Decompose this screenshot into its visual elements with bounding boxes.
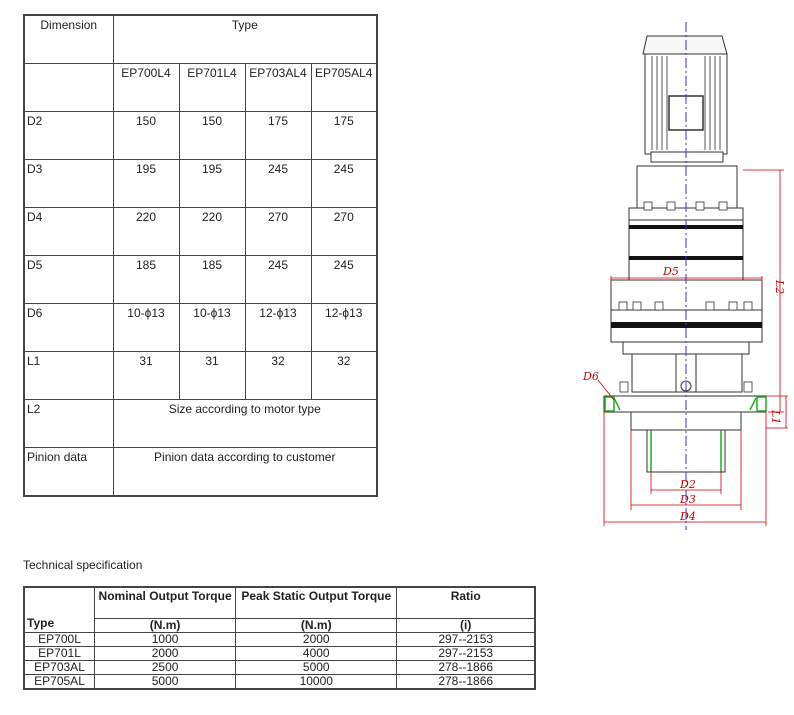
cell-nominal: 2500: [94, 660, 237, 675]
cell-value: 32: [310, 351, 378, 400]
cell-value: 220: [178, 207, 246, 256]
cell-value: 195: [178, 159, 246, 208]
cell-value: 245: [244, 255, 312, 304]
cell-type: EP700L: [23, 632, 96, 647]
table-row: EP705AL 5000 10000 278--1866: [23, 674, 536, 690]
row-label: D4: [23, 207, 114, 256]
cell-value: 12-ϕ13: [310, 303, 378, 352]
spec-table: Type Nominal Output Torque Peak Static O…: [23, 586, 536, 690]
dim-label-d5: D5: [662, 265, 679, 278]
table-row: EP703AL 2500 5000 278--1866: [23, 660, 536, 675]
cell-nominal: 2000: [94, 646, 237, 661]
cell-value: 270: [244, 207, 312, 256]
table-row: Pinion data Pinion data according to cus…: [23, 447, 378, 497]
cell-peak: 4000: [235, 646, 398, 661]
dim-label-d4: D4: [679, 510, 696, 523]
header-type: Type: [23, 586, 96, 633]
header-type: Type: [112, 14, 378, 64]
header-dimension: Dimension: [23, 14, 114, 64]
cell-value: 31: [178, 351, 246, 400]
row-label: D6: [23, 303, 114, 352]
table-row: D3 195 195 245 245: [23, 159, 378, 208]
model-header: EP705AL4: [310, 63, 378, 112]
unit-peak: (N.m): [235, 618, 398, 633]
cell-value: 245: [310, 159, 378, 208]
table-row: L1 31 31 32 32: [23, 351, 378, 400]
model-header: EP700L4: [112, 63, 180, 112]
cell-value: 245: [310, 255, 378, 304]
cell-ratio: 297--2153: [396, 632, 536, 647]
dim-label-d3: D3: [679, 493, 696, 506]
table-row: D4 220 220 270 270: [23, 207, 378, 256]
model-header: EP701L4: [178, 63, 246, 112]
unit-ratio: (i): [396, 618, 536, 633]
cell-type: EP701L: [23, 646, 96, 661]
table-row: D2 150 150 175 175: [23, 111, 378, 160]
cell-ratio: 278--1866: [396, 660, 536, 675]
cell-value: 31: [112, 351, 180, 400]
row-label: D2: [23, 111, 114, 160]
cell-type: EP705AL: [23, 674, 96, 690]
cell-type: EP703AL: [23, 660, 96, 675]
row-label: D5: [23, 255, 114, 304]
dim-label-d6: D6: [582, 370, 599, 383]
model-header: EP703AL4: [244, 63, 312, 112]
table-row: EP701L 2000 4000 297--2153: [23, 646, 536, 661]
spec-title: Technical specification: [23, 558, 143, 572]
cell-value: 10-ϕ13: [178, 303, 246, 352]
cell-ratio: 278--1866: [396, 674, 536, 690]
header-ratio: Ratio: [396, 586, 536, 619]
cell-value: 150: [178, 111, 246, 160]
cell-value: Pinion data according to customer: [112, 447, 378, 497]
row-label: L2: [23, 399, 114, 448]
cell-value: 175: [244, 111, 312, 160]
table-row: D6 10-ϕ13 10-ϕ13 12-ϕ13 12-ϕ13: [23, 303, 378, 352]
row-label: Pinion data: [23, 447, 114, 497]
dim-label-l1: L1: [769, 409, 782, 424]
unit-nominal: (N.m): [94, 618, 237, 633]
header-nominal: Nominal Output Torque: [94, 586, 237, 619]
cell-nominal: 5000: [94, 674, 237, 690]
cell-value: 185: [178, 255, 246, 304]
cell-nominal: 1000: [94, 632, 237, 647]
cell-value: 150: [112, 111, 180, 160]
cell-value: 12-ϕ13: [244, 303, 312, 352]
cell-value: 185: [112, 255, 180, 304]
table-row: L2 Size according to motor type: [23, 399, 378, 448]
cell-value: 220: [112, 207, 180, 256]
table-row: D5 185 185 245 245: [23, 255, 378, 304]
table-row: EP700L 1000 2000 297--2153: [23, 632, 536, 647]
cell-value: 195: [112, 159, 180, 208]
cell-ratio: 297--2153: [396, 646, 536, 661]
dim-label-d2: D2: [679, 478, 696, 491]
cell-peak: 10000: [235, 674, 398, 690]
gearmotor-drawing: D5 L2 L1 D6 D2 D3 D4: [582, 22, 788, 530]
cell-value: 32: [244, 351, 312, 400]
cell-peak: 2000: [235, 632, 398, 647]
cell-value: 270: [310, 207, 378, 256]
dimension-table: Dimension Type EP700L4 EP701L4 EP703AL4 …: [23, 14, 378, 497]
cell-value: 175: [310, 111, 378, 160]
dim-label-l2: L2: [773, 279, 786, 294]
empty-cell: [23, 63, 114, 112]
cell-value: 10-ϕ13: [112, 303, 180, 352]
cell-value: 245: [244, 159, 312, 208]
row-label: D3: [23, 159, 114, 208]
header-peak: Peak Static Output Torque: [235, 586, 398, 619]
cell-value: Size according to motor type: [112, 399, 378, 448]
cell-peak: 5000: [235, 660, 398, 675]
row-label: L1: [23, 351, 114, 400]
